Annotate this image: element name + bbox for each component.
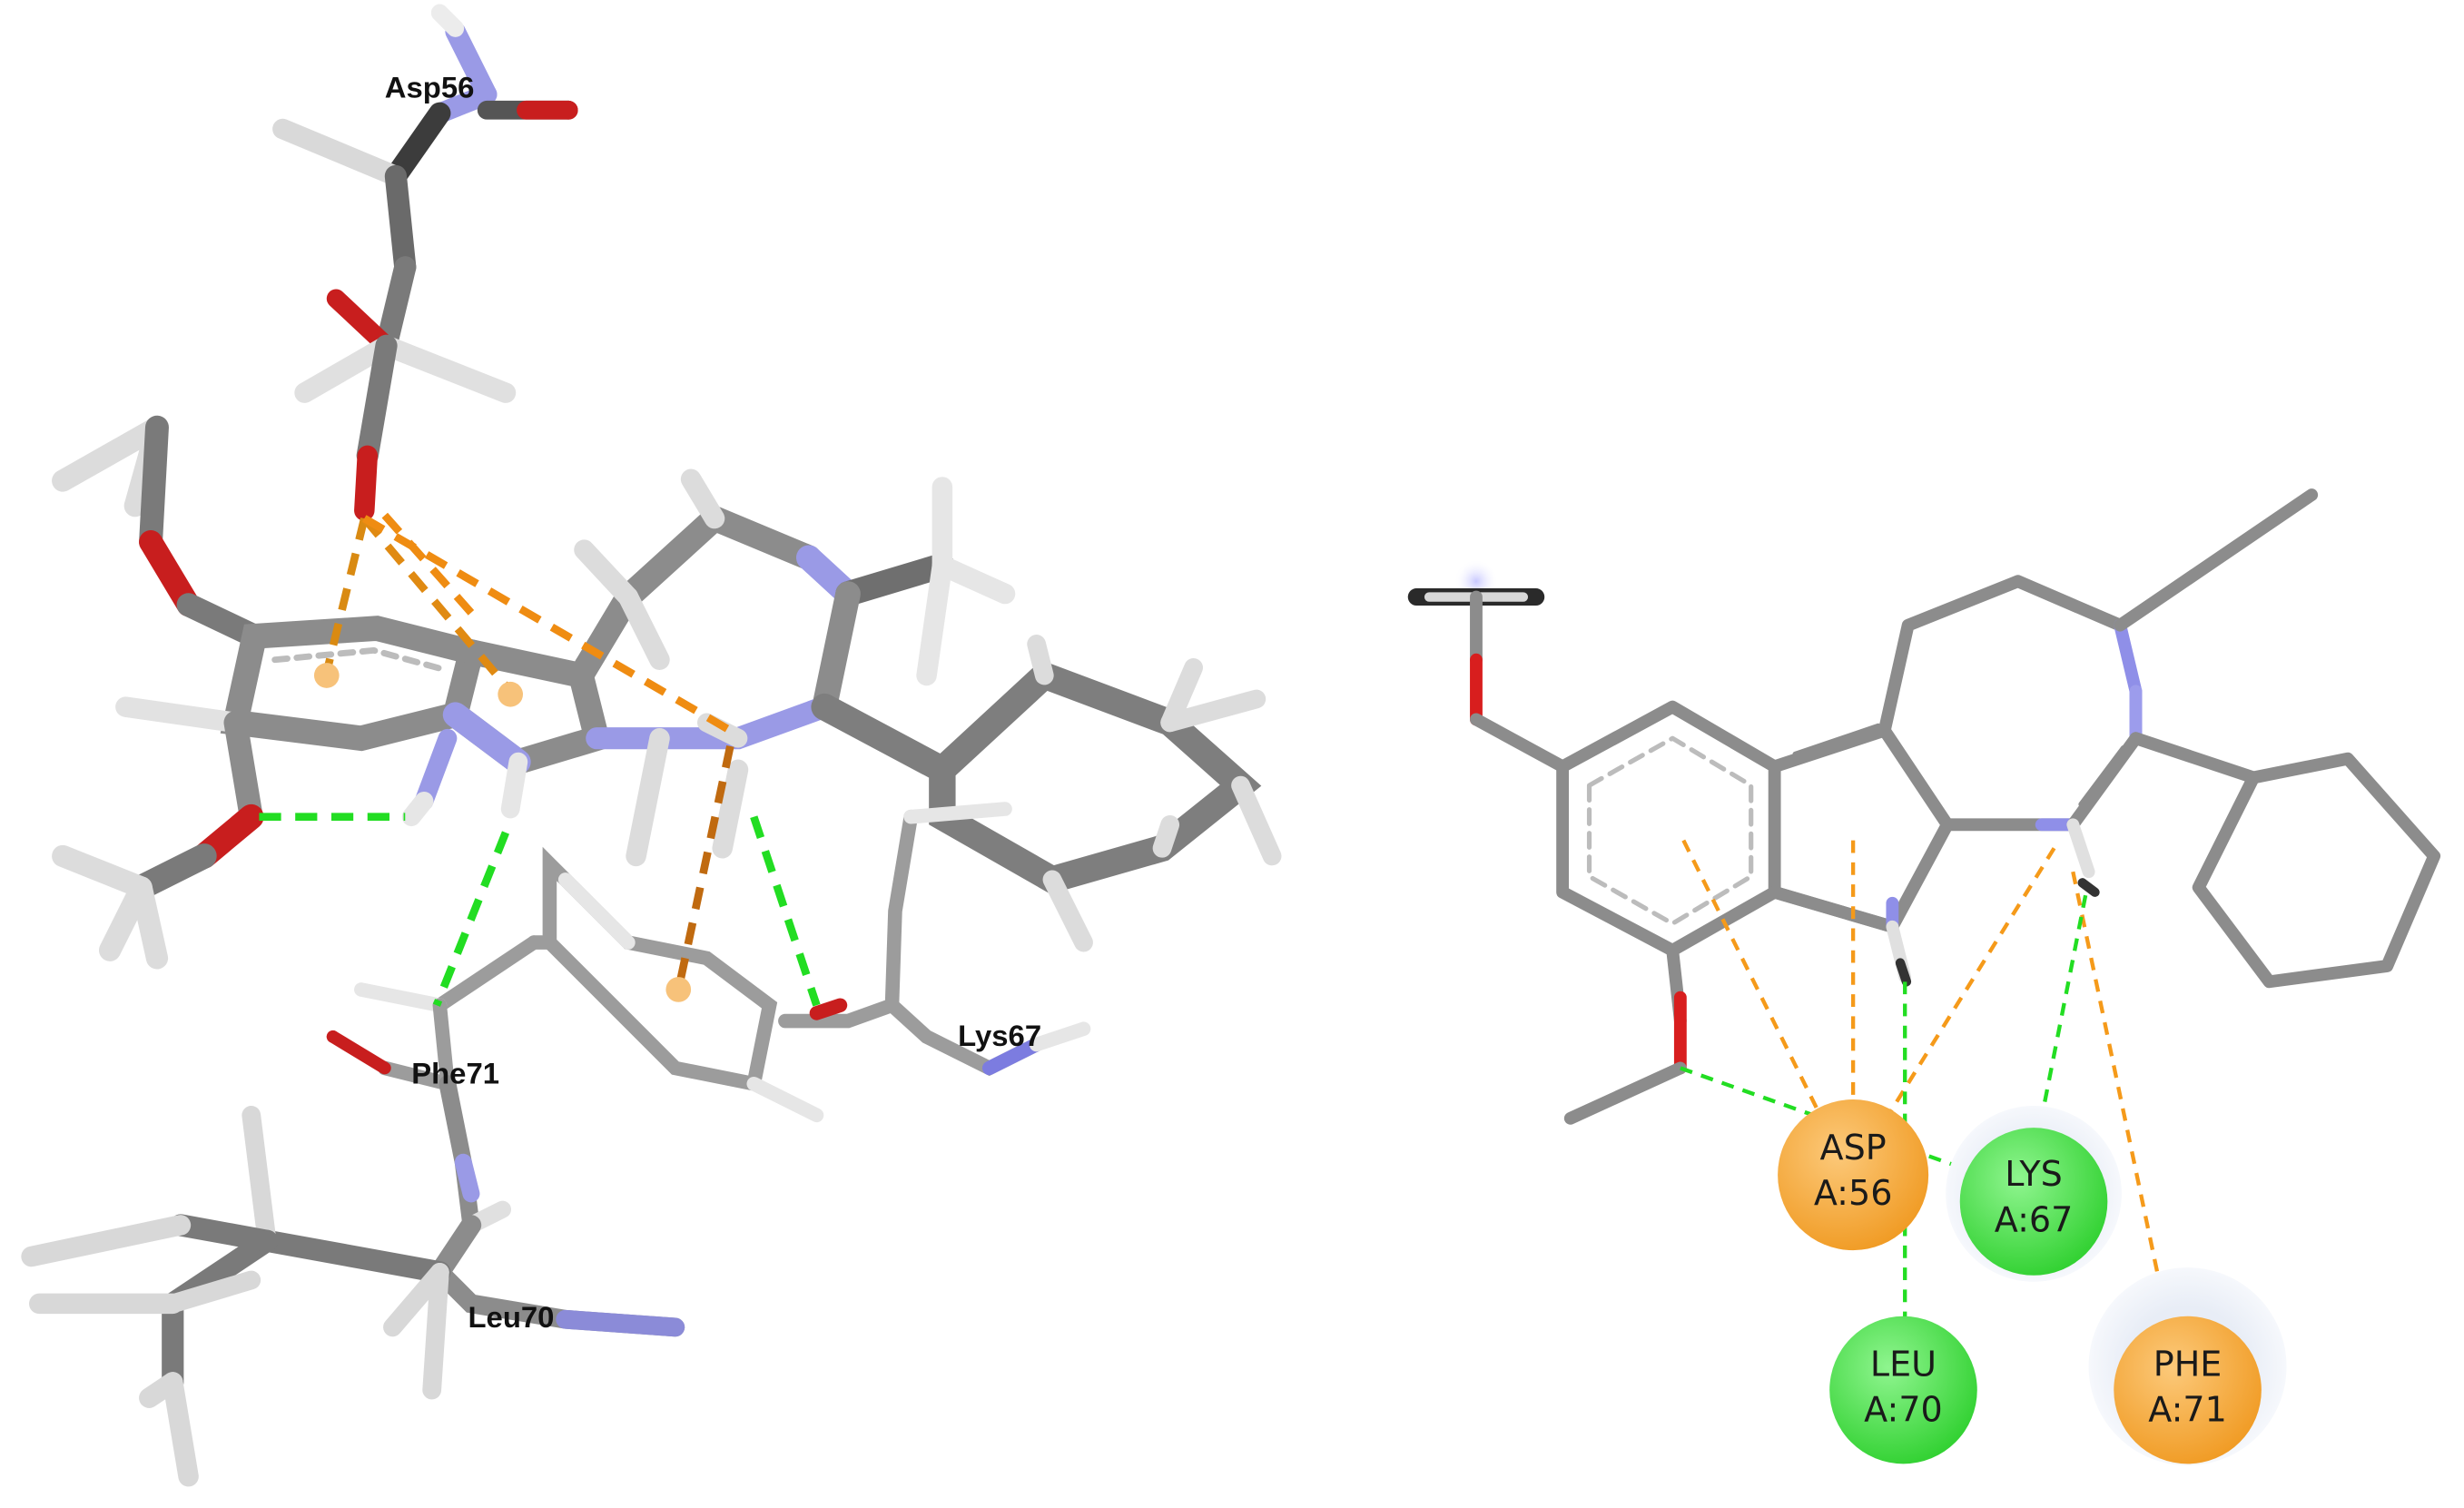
- lys-name: LYS: [2005, 1154, 2063, 1194]
- asp-name: ASP: [1820, 1128, 1887, 1168]
- leu70-residue-sticks: [21, 1075, 685, 1487]
- residue-disc-asp56: ASP A:56: [1778, 1099, 1929, 1251]
- residue-disc-lys67: LYS A:67: [1946, 1105, 2122, 1282]
- residue-disc-leu70: LEU A:70: [1829, 1316, 1977, 1464]
- leu-name: LEU: [1870, 1344, 1937, 1384]
- panel-3d-binding-pose: Asp56 Phe71 Lys67 Leu70: [21, 4, 1282, 1487]
- phe-chain-num: A:71: [2148, 1390, 2227, 1430]
- leu-chain-num: A:70: [1864, 1390, 1943, 1430]
- pi-centroids-3d: [313, 663, 692, 1002]
- ligand-2d-skeleton: [1407, 488, 2441, 1125]
- asp-chain-num: A:56: [1814, 1173, 1893, 1213]
- asp56-residue-sticks: [272, 4, 578, 521]
- interactions-2d: [1680, 839, 2170, 1333]
- lys-chain-num: A:67: [1995, 1199, 2074, 1239]
- phe-name: PHE: [2154, 1344, 2223, 1384]
- residue-label-asp56: Asp56: [385, 70, 475, 103]
- panel-2d-interaction-diagram: LYS A:67 ASP A:56 LEU A:70 PHE A:71: [1407, 488, 2441, 1466]
- ligand-3d-sticks: [52, 415, 1282, 970]
- phe71-lys67-residue-sticks: [326, 802, 1091, 1123]
- residue-label-phe71: Phe71: [411, 1057, 499, 1090]
- residue-label-lys67: Lys67: [958, 1019, 1041, 1052]
- residue-label-leu70: Leu70: [468, 1300, 554, 1334]
- interactions-3d: [259, 512, 821, 1007]
- residue-disc-phe71: PHE A:71: [2088, 1267, 2287, 1466]
